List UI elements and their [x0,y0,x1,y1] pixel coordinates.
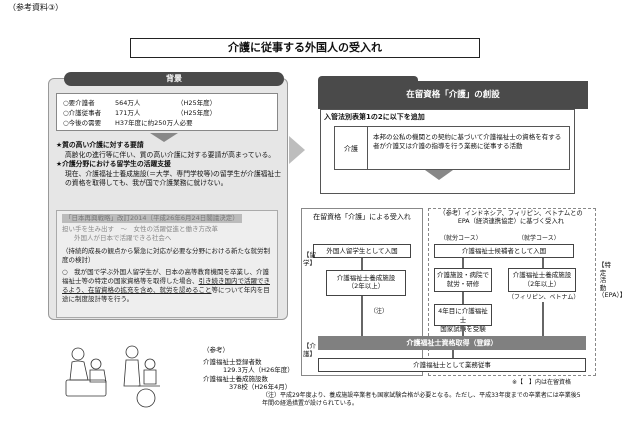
reference-stats: （参考） 介護福祉士登録者数 129.3万人（H26年度） 介護福祉士養成施設数… [203,346,294,392]
reference-line: 378校（H26年4月） [229,383,292,391]
strategy-point: ○ 我が国で学ぶ外国人留学生が、日本の高等教育機関を卒業し、介護福祉士等の特定の… [62,268,272,304]
need-text: 現在、介護福祉士養成施設(＝大学、専門学校等)の留学生が介護福祉士の資格を取得し… [65,169,282,188]
strategy-point-b: 引き続き国内で活躍できるよう、在留資格の拡充を含め、就労を認めること [62,277,270,294]
strategy-box: 「日本再興戦略」改訂2014（平成26年6月24日閣議決定） 担い手を生み出す … [56,210,278,318]
flow-line [361,258,363,270]
route-title-line: EPA（経済連携協定）に基づく受入れ [457,218,565,225]
flow-line [452,350,454,358]
footnote: （注）平成29年度より、養成施設卒業者も国家試験合格が必要となる。ただし、平成3… [262,392,602,408]
flow-line [542,302,544,336]
need-text: 高齢化の進行等に伴い、質の高い介護に対する要請が高まっている。 [65,150,276,159]
stat-label: ○今後の需要 [63,119,102,127]
flow-line [462,326,464,336]
flow-line [542,258,544,268]
stat-value: 171万人 [115,109,141,117]
flow-box-line: 介護福祉士養成施設 [336,274,396,282]
flow-line [462,258,464,268]
reference-title: （参考） [203,346,229,354]
route-title: （参考）インドネシア、フィリピン、ベトナムとの EPA（経済連携協定）に基づく受… [430,210,592,226]
side-label-epa: 【特定活動（EPA）】 [598,261,627,299]
page-title: 介護に従事する外国人の受入れ [130,38,480,58]
need-title: ★質の高い介護に対する要請 [56,141,144,149]
flow-box: 介護施設・病院で就労・研修 [434,268,492,292]
law-title: 入管法別表第1の2に以下を追加 [324,113,425,121]
down-arrow-icon [425,170,453,180]
flow-box: 外国人留学生として入国 [313,244,411,258]
flow-box-line: 介護福祉士養成施設 [512,271,572,279]
strategy-point-c: 等について年内を目途に制度設計等を行う。 [62,286,270,303]
strategy-line: （持続的成長の観点から緊急に対応が必要な分野における新たな就労制度の検討） [62,247,270,264]
footnote-line: 年間の経過措置が設けられている。 [262,400,358,407]
stat-value: 564万人 [115,99,141,107]
flow-line [361,296,363,336]
down-arrow-icon [150,133,178,142]
strategy-header: 「日本再興戦略」改訂2014（平成26年6月24日閣議決定） [62,214,242,223]
stat-label: ○要介護者 [63,99,95,107]
route-title: 在留資格「介護」による受入れ [313,213,411,221]
stat-row: ○要介護者 564万人 （H25年度） [63,98,271,108]
country-note: （フィリピン、ベトナム） [508,294,580,301]
stat-note: （H25年度） [177,109,217,117]
course-label: （就学コース） [518,235,560,242]
flow-box-line: （2年以上） [523,280,561,288]
right-arrow-icon [289,136,305,164]
flow-box-line: （2年以上） [347,282,385,291]
reference-line: 129.3万人（H26年度） [223,366,294,374]
need-title: ★介護分野における留学生の活躍支援 [56,160,171,168]
exam-bar: 介護福祉士資格取得（登録） [318,336,586,350]
flow-line [462,292,464,304]
side-label-care: 【介護】 [303,342,316,358]
flow-box: 介護福祉士養成施設 （2年以上） [326,270,406,296]
side-label-study: 【留学】 [303,251,316,267]
stat-label: ○介護従事者 [63,109,102,117]
background-header: 背景 [64,72,284,86]
strategy-line: 外国人が日本で活躍できる社会へ [74,234,172,242]
header-tab [318,76,418,84]
law-key: 介護 [335,127,368,169]
course-label: （就労コース） [440,235,482,242]
flow-box: 介護福祉士養成施設 （2年以上） [508,268,576,292]
route-title-line: （参考）インドネシア、フィリピン、ベトナムとの [439,210,583,217]
stat-row: ○今後の需要 H37年度に約250万人必要 [63,118,271,128]
work-box: 介護福祉士として業務従事 [318,358,586,372]
stat-value: H37年度に約250万人必要 [115,119,193,127]
legend-note: ※【 】内は在留資格 [512,379,572,386]
note-mark: （注） [370,308,389,315]
strategy-point-a: ○ 我が国で学ぶ外国人留学生が、日本の高等教育機関を卒業し、介護福祉士等の特定の… [62,268,270,285]
reference-label: （参考資料③） [8,3,64,12]
reference-line: 介護福祉士登録者数 [203,357,262,366]
flow-box-line: 4年目に介護福祉士 [438,307,488,324]
flow-box: 介護福祉士候補者として入国 [434,244,574,258]
stat-note: （H25年度） [177,99,217,107]
reference-line: 介護福祉士養成施設数 [203,374,268,383]
status-header: 在留資格「介護」の創設 [318,81,588,109]
needs-section: ★質の高い介護に対する要請 高齢化の進行等に伴い、質の高い介護に対する要請が高ま… [56,141,282,189]
law-table: 介護 本邦の公私の機関との契約に基づいて介護福祉士の資格を有する者が介護又は介護… [334,126,570,170]
flow-box: 4年目に介護福祉士 国家試験を受験 [434,304,492,333]
stats-box: ○要介護者 564万人 （H25年度） ○介護従事者 171万人 （H25年度） ○今後… [56,93,278,131]
footnote-line: （注）平成29年度より、養成施設卒業者も国家試験合格が必要となる。ただし、平成3… [262,392,581,399]
stat-row: ○介護従事者 171万人 （H25年度） [63,108,271,118]
strategy-line: 担い手を生み出す ～ 女性の活躍促進と働き方改革 [62,225,218,233]
law-text: 本邦の公私の機関との契約に基づいて介護福祉士の資格を有する者が介護又は介護の指導… [373,133,562,150]
care-illustration [65,345,160,408]
